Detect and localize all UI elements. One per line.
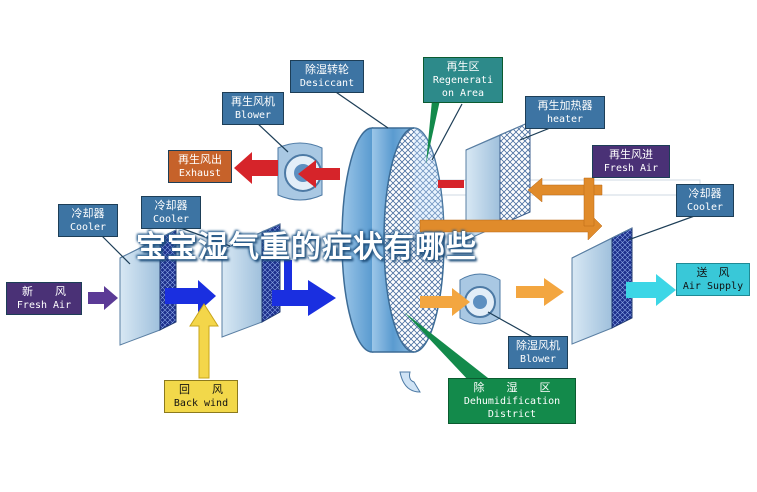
label-cooler-2-zh: 冷却器 — [154, 199, 188, 212]
label-fresh-air-zh: 新 风 — [22, 285, 66, 298]
label-regeneration-area: 再生区 Regenerati on Area — [423, 57, 503, 103]
label-cooler-2: 冷却器 Cooler — [141, 196, 201, 229]
exhaust-red-arrows — [234, 152, 464, 188]
label-cooler-1-en: Cooler — [69, 222, 107, 233]
cooler-2-unit — [221, 223, 281, 338]
back-wind-yellow-arrow — [189, 303, 219, 379]
label-back-wind: 回 风 Back wind — [164, 380, 238, 413]
cooler-3-unit — [571, 227, 633, 345]
label-regen-heater-en: heater — [546, 114, 584, 125]
label-fresh-air: 新 风 Fresh Air — [6, 282, 82, 315]
label-regen-air-in: 再生风进 Fresh Air — [592, 145, 670, 178]
rotation-arrow-icon — [399, 371, 421, 393]
label-desiccant-en: Desiccant — [299, 78, 355, 89]
cooler-1-unit — [119, 229, 177, 346]
label-regen-blower-en: Blower — [234, 110, 272, 121]
label-dehum-blower-en: Blower — [519, 354, 557, 365]
process-air-arrows — [165, 260, 336, 316]
supply-cyan-arrow — [626, 274, 676, 306]
label-regeneration-zh: 再生区 — [446, 60, 480, 73]
label-dehum-district-en2: District — [487, 409, 537, 420]
label-back-wind-zh: 回 风 — [179, 383, 223, 396]
label-dehum-district: 除 湿 区 Dehumidification District — [448, 378, 576, 424]
label-dehum-district-zh: 除 湿 区 — [473, 381, 551, 394]
regen-green-pointer — [426, 100, 440, 164]
label-regeneration-en1: Regenerati — [432, 75, 494, 86]
label-back-wind-en: Back wind — [173, 398, 229, 409]
label-fresh-air-en: Fresh Air — [16, 300, 72, 311]
dehum-green-pointer — [404, 312, 488, 382]
label-regen-heater: 再生加热器 heater — [525, 96, 605, 129]
dehum-air-orange-arrows — [420, 278, 564, 316]
label-regen-blower: 再生风机 Blower — [222, 92, 284, 125]
label-exhaust: 再生风出 Exhaust — [168, 150, 232, 183]
callout-pointers — [99, 87, 701, 341]
label-desiccant-zh: 除湿转轮 — [305, 63, 349, 76]
label-air-supply-zh: 送 风 — [696, 266, 730, 279]
dehum-blower-unit — [459, 273, 501, 325]
label-regen-air-in-zh: 再生风进 — [609, 148, 653, 161]
label-air-supply-en: Air Supply — [682, 281, 744, 292]
label-cooler-3-en: Cooler — [686, 202, 724, 213]
label-cooler-3: 冷却器 Cooler — [676, 184, 734, 217]
label-regen-blower-zh: 再生风机 — [231, 95, 275, 108]
label-air-supply: 送 风 Air Supply — [676, 263, 750, 296]
label-exhaust-en: Exhaust — [178, 168, 222, 179]
label-cooler-1: 冷却器 Cooler — [58, 204, 118, 237]
label-dehum-blower: 除湿风机 Blower — [508, 336, 568, 369]
label-regeneration-en2: on Area — [441, 88, 485, 99]
label-dehum-blower-zh: 除湿风机 — [516, 339, 560, 352]
regen-heater-unit — [465, 121, 531, 241]
label-desiccant: 除湿转轮 Desiccant — [290, 60, 364, 93]
label-cooler-1-zh: 冷却器 — [71, 207, 105, 220]
label-regen-air-in-en: Fresh Air — [603, 163, 659, 174]
label-exhaust-zh: 再生风出 — [178, 153, 222, 166]
label-cooler-3-zh: 冷却器 — [688, 187, 722, 200]
regen-air-orange-arrows — [419, 177, 603, 241]
label-regen-heater-zh: 再生加热器 — [537, 99, 593, 112]
label-dehum-district-en1: Dehumidification — [463, 396, 561, 407]
fresh-air-purple-arrow — [88, 286, 118, 310]
overlay-title: 宝宝湿气重的症状有哪些 — [136, 230, 477, 265]
label-cooler-2-en: Cooler — [152, 214, 190, 225]
